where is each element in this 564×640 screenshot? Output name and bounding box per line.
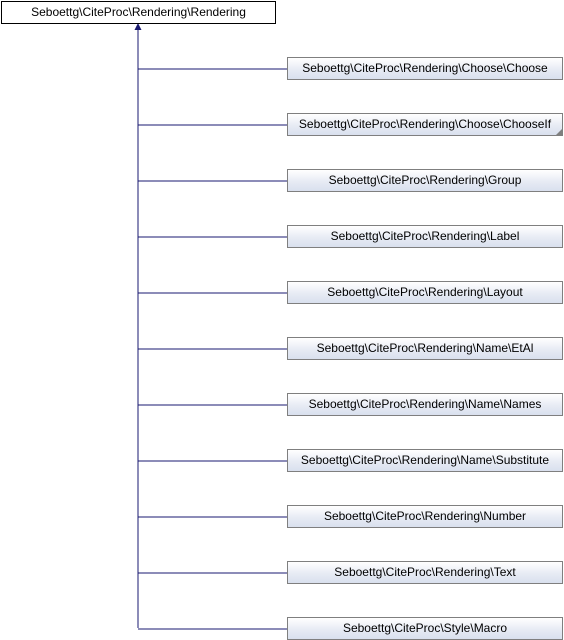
base-class-node[interactable]: Seboettg\CiteProc\Rendering\Rendering: [1, 1, 276, 24]
derived-class-node[interactable]: Seboettg\CiteProc\Rendering\Choose\Choos…: [287, 113, 563, 136]
derived-class-label: Seboettg\CiteProc\Rendering\Label: [330, 229, 520, 243]
derived-class-label: Seboettg\CiteProc\Rendering\Name\Substit…: [300, 453, 550, 467]
derived-class-label: Seboettg\CiteProc\Rendering\Layout: [327, 285, 523, 299]
derived-class-node[interactable]: Seboettg\CiteProc\Rendering\Label: [287, 225, 563, 248]
derived-class-label: Seboettg\CiteProc\Style\Macro: [342, 621, 508, 635]
derived-class-label: Seboettg\CiteProc\Rendering\Name\Names: [308, 397, 542, 411]
truncation-marker: [556, 129, 562, 135]
base-class-label: Seboettg\CiteProc\Rendering\Rendering: [31, 5, 246, 19]
derived-class-label: Seboettg\CiteProc\Rendering\Choose\Choos…: [302, 61, 548, 75]
derived-class-label: Seboettg\CiteProc\Rendering\Group: [328, 173, 522, 187]
derived-class-label: Seboettg\CiteProc\Rendering\Text: [334, 565, 516, 579]
derived-class-node[interactable]: Seboettg\CiteProc\Rendering\Group: [287, 169, 563, 192]
derived-class-node[interactable]: Seboettg\CiteProc\Rendering\Name\Substit…: [287, 449, 563, 472]
derived-class-label: Seboettg\CiteProc\Rendering\Choose\Choos…: [298, 117, 552, 131]
derived-class-label: Seboettg\CiteProc\Rendering\Number: [323, 509, 527, 523]
derived-class-node[interactable]: Seboettg\CiteProc\Rendering\Name\EtAl: [287, 337, 563, 360]
derived-class-node[interactable]: Seboettg\CiteProc\Rendering\Choose\Choos…: [287, 57, 563, 80]
derived-class-node[interactable]: Seboettg\CiteProc\Rendering\Number: [287, 505, 563, 528]
edge-arrowhead: [134, 23, 142, 30]
derived-class-node[interactable]: Seboettg\CiteProc\Style\Macro: [287, 617, 563, 640]
derived-class-node[interactable]: Seboettg\CiteProc\Rendering\Name\Names: [287, 393, 563, 416]
derived-class-node[interactable]: Seboettg\CiteProc\Rendering\Layout: [287, 281, 563, 304]
derived-class-label: Seboettg\CiteProc\Rendering\Name\EtAl: [316, 341, 534, 355]
derived-class-node[interactable]: Seboettg\CiteProc\Rendering\Text: [287, 561, 563, 584]
